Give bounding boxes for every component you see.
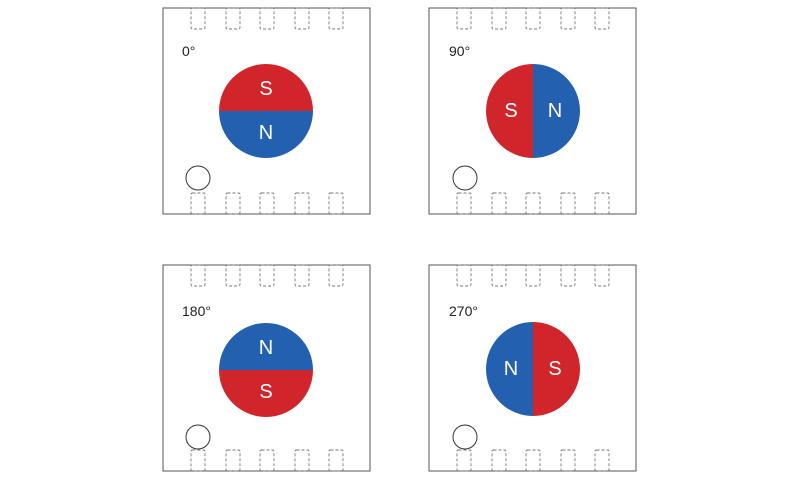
pin-outline — [225, 192, 241, 215]
angle-label: 270° — [449, 303, 478, 319]
pin-outline — [259, 449, 275, 472]
magnet: N S — [219, 323, 313, 417]
bottom-pins — [456, 449, 610, 472]
pin-outline — [560, 449, 576, 472]
pin-outline — [294, 264, 310, 287]
pin-outline — [328, 192, 344, 215]
pin-outline — [456, 264, 472, 287]
bottom-pins — [190, 449, 344, 472]
top-pins — [190, 7, 344, 30]
pin-outline — [294, 449, 310, 472]
north-pole-label: N — [504, 358, 518, 380]
pin-outline — [259, 7, 275, 30]
magnet-north-half — [219, 111, 313, 158]
pin-outline — [525, 192, 541, 215]
magnet: N S — [486, 322, 580, 416]
north-pole-label: N — [259, 122, 273, 144]
pin-outline — [190, 449, 206, 472]
pin-outline — [560, 192, 576, 215]
pin-outline — [525, 264, 541, 287]
panel-270-deg: 270° N S — [428, 264, 637, 472]
pin-outline — [190, 264, 206, 287]
pin-outline — [491, 192, 507, 215]
pin-outline — [190, 192, 206, 215]
pin1-marker-circle — [185, 424, 211, 450]
angle-label: 180° — [182, 303, 211, 319]
pin-outline — [328, 7, 344, 30]
pin-outline — [225, 264, 241, 287]
pin-outline — [294, 7, 310, 30]
pin-outline — [525, 449, 541, 472]
south-pole-label: S — [548, 358, 561, 380]
bottom-pins — [456, 192, 610, 215]
pin-outline — [560, 264, 576, 287]
magnet-south-half — [219, 64, 313, 111]
magnet: S N — [219, 64, 313, 158]
panel-90-deg: 90° S N — [428, 7, 637, 215]
magnet-south-half — [533, 322, 580, 416]
pin-outline — [328, 264, 344, 287]
top-pins — [456, 264, 610, 287]
north-pole-label: N — [548, 100, 562, 122]
pin-outline — [259, 264, 275, 287]
pin-outline — [594, 7, 610, 30]
pin-outline — [525, 7, 541, 30]
panel-180-deg: 180° N S — [162, 264, 371, 472]
south-pole-label: S — [504, 100, 517, 122]
pin1-marker-circle — [185, 165, 211, 191]
pin-outline — [491, 264, 507, 287]
pin-outline — [328, 449, 344, 472]
angle-label: 90° — [449, 43, 470, 59]
pin-outline — [456, 7, 472, 30]
angle-label: 0° — [182, 43, 195, 59]
pin-outline — [225, 449, 241, 472]
magnet-north-half — [486, 322, 533, 416]
magnet-south-half — [486, 64, 533, 158]
pin-outline — [491, 449, 507, 472]
pin-outline — [225, 7, 241, 30]
south-pole-label: S — [259, 381, 272, 403]
pin-outline — [190, 7, 206, 30]
top-pins — [456, 7, 610, 30]
north-pole-label: N — [259, 337, 273, 359]
south-pole-label: S — [259, 78, 272, 100]
magnet-north-half — [533, 64, 580, 158]
pin-outline — [594, 264, 610, 287]
panel-0-deg: 0° S N — [162, 7, 371, 215]
pin1-marker-circle — [452, 424, 478, 450]
pin-outline — [294, 192, 310, 215]
pin-outline — [560, 7, 576, 30]
pin-outline — [259, 192, 275, 215]
bottom-pins — [190, 192, 344, 215]
pin-outline — [594, 449, 610, 472]
magnet-north-half — [219, 323, 313, 370]
pin-outline — [491, 7, 507, 30]
magnet: S N — [486, 64, 580, 158]
pin-outline — [594, 192, 610, 215]
pin-outline — [456, 449, 472, 472]
pin1-marker-circle — [452, 165, 478, 191]
pin-outline — [456, 192, 472, 215]
top-pins — [190, 264, 344, 287]
magnet-south-half — [219, 370, 313, 417]
